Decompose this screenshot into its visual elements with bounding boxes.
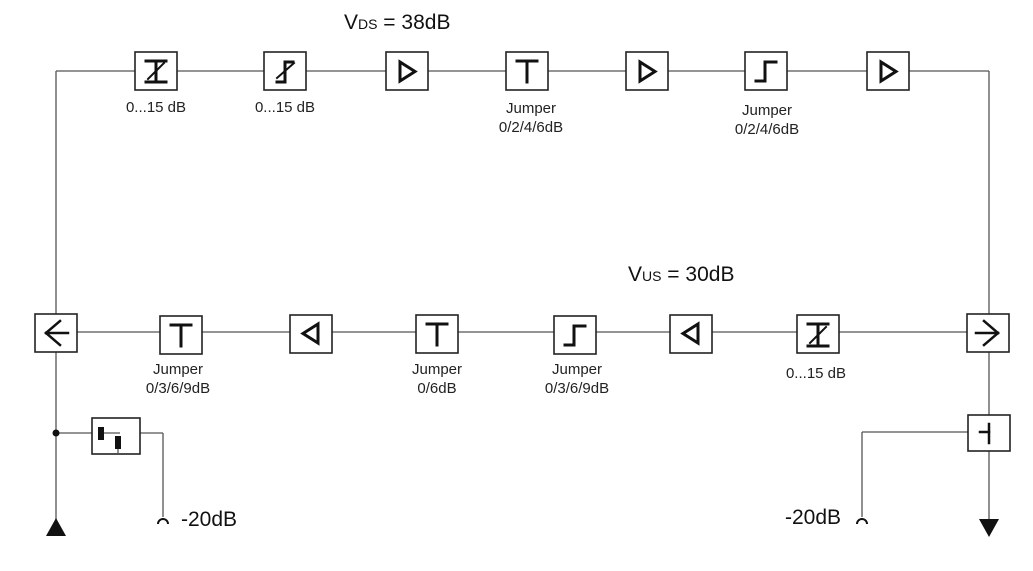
test-socket-icon	[157, 518, 169, 525]
amplifier-right-icon	[879, 59, 899, 84]
downstream-amplifier-2	[625, 51, 669, 91]
left-diplex-filter	[34, 313, 78, 353]
upstream-jumper-3-values: 0/3/6/9dB	[545, 380, 609, 397]
downstream-jumper-1	[505, 51, 549, 91]
jumper-attenuator-icon	[515, 59, 539, 84]
amplifier-right-icon	[398, 59, 418, 84]
right-test-point-level: -20dB	[785, 506, 841, 529]
downstream-attenuator-range: 0...15 dB	[255, 99, 315, 116]
amplifier-right-icon	[638, 59, 658, 84]
upstream-amplifier-1	[289, 314, 333, 354]
downstream-jumper-1-title: Jumper	[506, 100, 556, 117]
amplifier-left-icon	[680, 321, 700, 346]
jumper-equalizer-icon	[754, 60, 778, 83]
downstream-amplifier-1	[385, 51, 429, 91]
equalizer-icon	[144, 59, 168, 84]
downstream-amplifier-3	[866, 51, 910, 91]
input-port-arrow-icon	[46, 518, 66, 536]
coupler-tap-icon	[978, 422, 991, 445]
upstream-gain-label: VUS = 30dB	[628, 263, 734, 286]
downstream-equalizer-range: 0...15 dB	[126, 99, 186, 116]
downstream-chain: 0...15 dB 0...15 dB Jumper 0/2/4/6dB Jum…	[126, 51, 910, 138]
jumper-attenuator-icon	[169, 323, 193, 348]
left-test-point-level: -20dB	[181, 508, 237, 531]
amplifier-left-icon	[300, 321, 320, 346]
downstream-equalizer	[134, 51, 178, 91]
slope-attenuator-icon	[275, 60, 296, 84]
upstream-jumper-2-title: Jumper	[412, 361, 462, 378]
upstream-jumper-2	[415, 314, 459, 354]
upstream-jumper-3	[553, 315, 597, 355]
downstream-attenuator	[263, 51, 307, 91]
upstream-jumper-1-values: 0/3/6/9dB	[146, 380, 210, 397]
equalizer-icon	[806, 322, 830, 348]
diplexer-left-icon	[44, 319, 70, 347]
junction-dot	[52, 429, 60, 437]
diplexer-right-icon	[974, 319, 1000, 347]
upstream-jumper-3-title: Jumper	[552, 361, 602, 378]
downstream-jumper-2	[744, 51, 788, 91]
downstream-jumper-1-values: 0/2/4/6dB	[499, 119, 563, 136]
upstream-equalizer	[796, 314, 840, 354]
downstream-jumper-2-title: Jumper	[742, 102, 792, 119]
upstream-amplifier-2	[669, 314, 713, 354]
jumper-attenuator-icon	[425, 322, 449, 347]
upstream-chain: Jumper 0/3/6/9dB Jumper 0/6dB Jumper 0/3…	[34, 313, 1010, 397]
jumper-equalizer-icon	[563, 324, 587, 347]
output-port-arrow-icon	[979, 519, 999, 537]
right-test-point: -20dB	[785, 414, 1011, 529]
coupler-resistor-icon	[98, 427, 121, 454]
upstream-jumper-1-title: Jumper	[153, 361, 203, 378]
upstream-equalizer-range: 0...15 dB	[786, 365, 846, 382]
test-socket-icon	[856, 518, 868, 525]
right-diplex-filter	[966, 313, 1010, 353]
left-test-point: -20dB	[52, 417, 237, 531]
upstream-jumper-1	[159, 315, 203, 355]
wiring	[55, 70, 990, 525]
upstream-jumper-2-values: 0/6dB	[417, 380, 456, 397]
downstream-jumper-2-values: 0/2/4/6dB	[735, 121, 799, 138]
downstream-gain-label: VDS = 38dB	[344, 11, 450, 34]
